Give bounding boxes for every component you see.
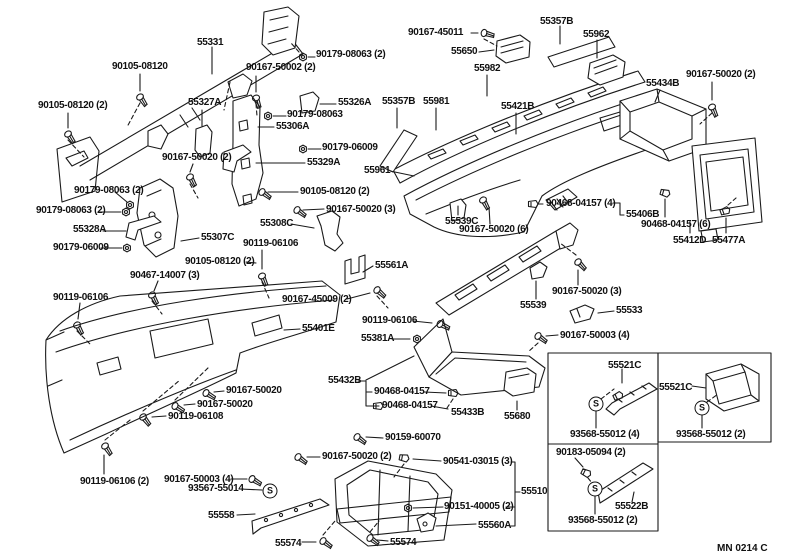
part-label: 90167-50003 (4) xyxy=(164,474,234,485)
part-label: 93567-55014 xyxy=(188,483,244,494)
part-label: 55962 xyxy=(583,29,610,40)
braces-and-brackets xyxy=(125,91,366,285)
part-label: 90468-04157 xyxy=(382,400,438,411)
part-label: 90167-50003 (4) xyxy=(560,330,630,341)
part-label: 90179-08063 xyxy=(287,109,343,120)
part-label: 55510 xyxy=(521,486,548,497)
part-label: 55522B xyxy=(615,501,649,512)
part-label: 55306A xyxy=(276,121,310,132)
part-label: 55381A xyxy=(361,333,395,344)
part-label: 90167-50020 (6) xyxy=(459,224,529,235)
part-label: 55329A xyxy=(307,157,341,168)
part-label: 90167-50020 (2) xyxy=(162,152,232,163)
part-label: 90541-03015 (3) xyxy=(443,456,513,467)
part-label: 90179-08063 (2) xyxy=(316,49,386,60)
part-label: 90119-06106 xyxy=(53,292,109,303)
part-label: 90105-08120 xyxy=(112,61,168,72)
right-side-parts xyxy=(435,88,763,324)
page-code: MN 0214 C xyxy=(717,543,768,554)
leader-lines xyxy=(67,25,727,543)
part-label: 90159-60070 xyxy=(385,432,441,443)
part-label: 55981 xyxy=(423,96,450,107)
part-label: 90105-08120 (2) xyxy=(185,256,255,267)
part-label: 55533 xyxy=(616,305,643,316)
part-label: 55650 xyxy=(451,46,478,57)
part-label: 55433B xyxy=(451,407,485,418)
standard-part-symbol: S xyxy=(694,400,710,416)
part-label: 55357B xyxy=(540,16,574,27)
part-label: 55680 xyxy=(504,411,531,422)
part-label: 93568-55012 (2) xyxy=(676,429,746,440)
part-label: 55421B xyxy=(501,101,535,112)
part-label: 90468-04157 (4) xyxy=(546,198,616,209)
part-label: 55434B xyxy=(646,78,680,89)
part-label: 55521C xyxy=(659,382,693,393)
part-label: 55558 xyxy=(208,510,235,521)
part-label: 90167-45011 xyxy=(408,27,464,38)
part-label: 93568-55012 (2) xyxy=(568,515,638,526)
part-label: 55574 xyxy=(390,537,417,548)
part-label: 55477A xyxy=(712,235,746,246)
part-label: 90179-06009 xyxy=(322,142,378,153)
part-label: 90167-50020 (2) xyxy=(322,451,392,462)
standard-part-symbol: S xyxy=(587,481,603,497)
part-label: 55539 xyxy=(520,300,547,311)
part-label: 90119-06108 xyxy=(168,411,224,422)
part-label: 90179-08063 (2) xyxy=(36,205,106,216)
part-label: 55521C xyxy=(608,360,642,371)
part-label: 55561A xyxy=(375,260,409,271)
part-label: 90119-06106 (2) xyxy=(80,476,149,487)
part-label: 55574 xyxy=(275,538,302,549)
part-label: 55982 xyxy=(474,63,501,74)
part-label: 55326A xyxy=(338,97,372,108)
standard-part-symbol: S xyxy=(262,483,278,499)
part-label: 90119-06106 xyxy=(362,315,418,326)
part-label: 55432B xyxy=(328,375,362,386)
part-label: 90167-50020 (3) xyxy=(552,286,622,297)
part-label: 55539C xyxy=(445,216,479,227)
part-label: 90105-08120 (2) xyxy=(38,100,108,111)
assembly-dashed-lines xyxy=(67,38,737,536)
part-label: 55412D xyxy=(673,235,707,246)
reinforcement-beam xyxy=(56,6,304,203)
part-label: 90468-04157 xyxy=(374,386,430,397)
part-label: 90167-50020 (3) xyxy=(326,204,396,215)
part-label: 90467-14007 (3) xyxy=(130,270,200,281)
part-label: 55331 xyxy=(197,37,224,48)
part-label: 90468-04157 (6) xyxy=(641,219,711,230)
part-label: 55328A xyxy=(73,224,107,235)
part-label: 90167-50020 xyxy=(197,399,253,410)
part-label: 90183-05094 (2) xyxy=(556,447,626,458)
inset-detail-boxes xyxy=(547,352,772,532)
glove-box-and-covers xyxy=(251,318,546,547)
part-label: 90167-45009 (2) xyxy=(282,294,352,305)
part-label: 90167-50020 (2) xyxy=(686,69,756,80)
part-label: 90179-06009 xyxy=(53,242,109,253)
part-label: 55357B xyxy=(382,96,416,107)
part-label: 90167-50002 (2) xyxy=(246,62,316,73)
dash-upper-trim xyxy=(379,34,649,238)
part-label: 90119-06106 xyxy=(243,238,299,249)
part-label: 55560A xyxy=(478,520,512,531)
part-label: 55401E xyxy=(302,323,335,334)
part-label: 93568-55012 (4) xyxy=(570,429,640,440)
part-label: 55961 xyxy=(364,165,391,176)
part-label: 90167-50020 xyxy=(226,385,282,396)
standard-part-symbol: S xyxy=(588,396,604,412)
part-label: 55307C xyxy=(201,232,235,243)
instrument-panel-shell xyxy=(45,280,341,454)
part-label: 55327A xyxy=(188,97,222,108)
part-label: 55406B xyxy=(626,209,660,220)
part-label: 90151-40005 (2) xyxy=(444,501,514,512)
part-label: 55308C xyxy=(260,218,294,229)
part-label: 90105-08120 (2) xyxy=(300,186,370,197)
part-label: 90179-08063 (2) xyxy=(74,185,144,196)
